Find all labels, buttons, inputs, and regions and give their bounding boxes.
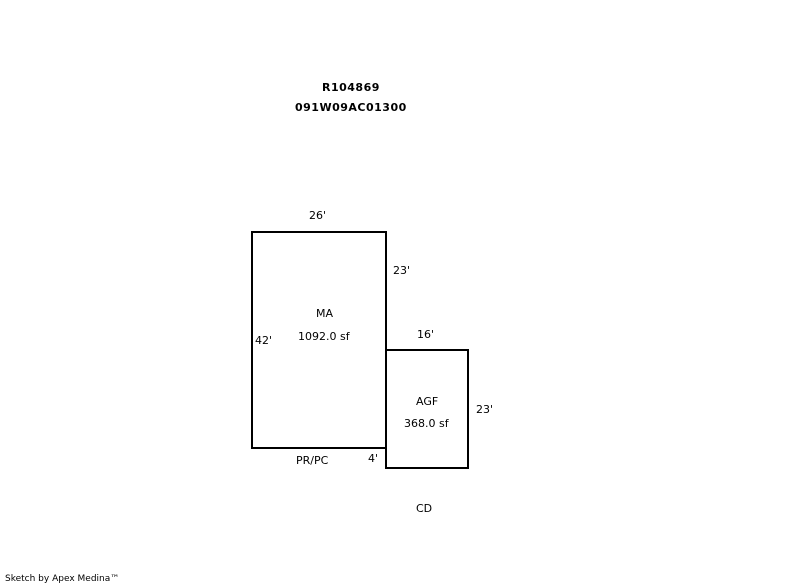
garage-top-dimension: 16' bbox=[417, 328, 435, 341]
main-area-outline bbox=[251, 231, 387, 449]
map-number: 091W09AC01300 bbox=[295, 101, 407, 114]
garage-area-label: AGF bbox=[416, 395, 439, 408]
garage-area-size: 368.0 sf bbox=[404, 417, 449, 430]
main-area-left-dimension: 42' bbox=[255, 334, 273, 347]
garage-right-dimension: 23' bbox=[476, 403, 494, 416]
main-area-size: 1092.0 sf bbox=[298, 330, 350, 343]
cd-label: CD bbox=[416, 502, 433, 515]
main-area-label: MA bbox=[316, 307, 334, 320]
main-area-right-dimension: 23' bbox=[393, 264, 411, 277]
garage-left-dimension: 4' bbox=[368, 452, 379, 465]
sketch-credit: Sketch by Apex Medina™ bbox=[5, 574, 120, 584]
parcel-id: R104869 bbox=[322, 81, 380, 94]
main-area-top-dimension: 26' bbox=[309, 209, 327, 222]
main-area-bottom-label: PR/PC bbox=[296, 454, 329, 467]
garage-area-outline bbox=[385, 349, 469, 469]
